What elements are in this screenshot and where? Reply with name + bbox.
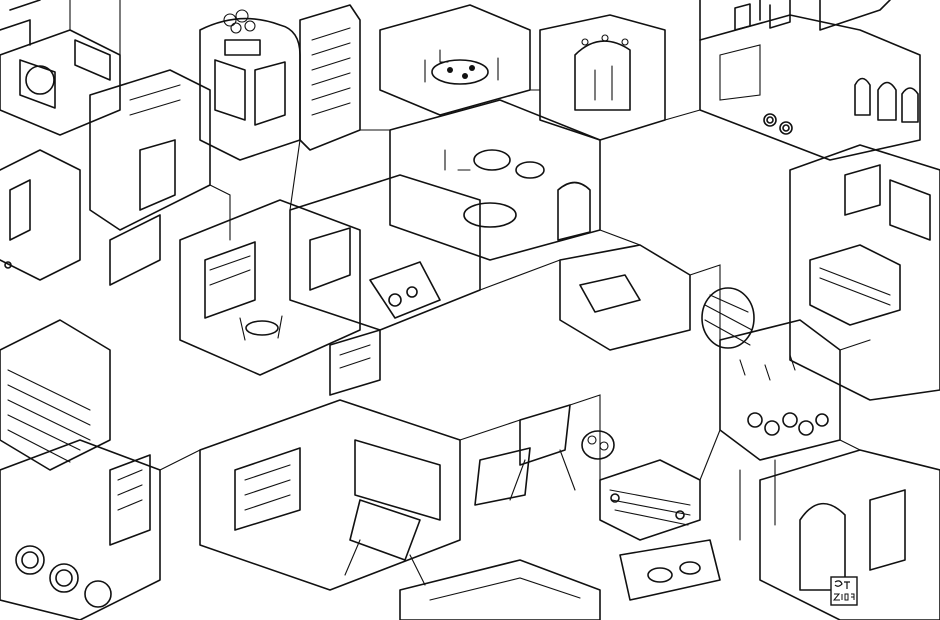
- left-stair-block: [0, 149, 111, 471]
- street-lines: [159, 89, 871, 481]
- building-right-middle: [789, 144, 940, 401]
- building-top-left: [0, 0, 121, 136]
- dining-room-top: [379, 4, 531, 116]
- lower-centre-building: [199, 399, 461, 591]
- courtyard-chairs: [474, 404, 615, 506]
- bottom-left-arches: [0, 439, 161, 620]
- building-top-right: [699, 0, 891, 41]
- building-round-windows: [699, 14, 921, 161]
- foosball-patio: [599, 459, 721, 601]
- bottom-centre-roof: [399, 559, 601, 620]
- artist-signature-stamp: [830, 576, 858, 606]
